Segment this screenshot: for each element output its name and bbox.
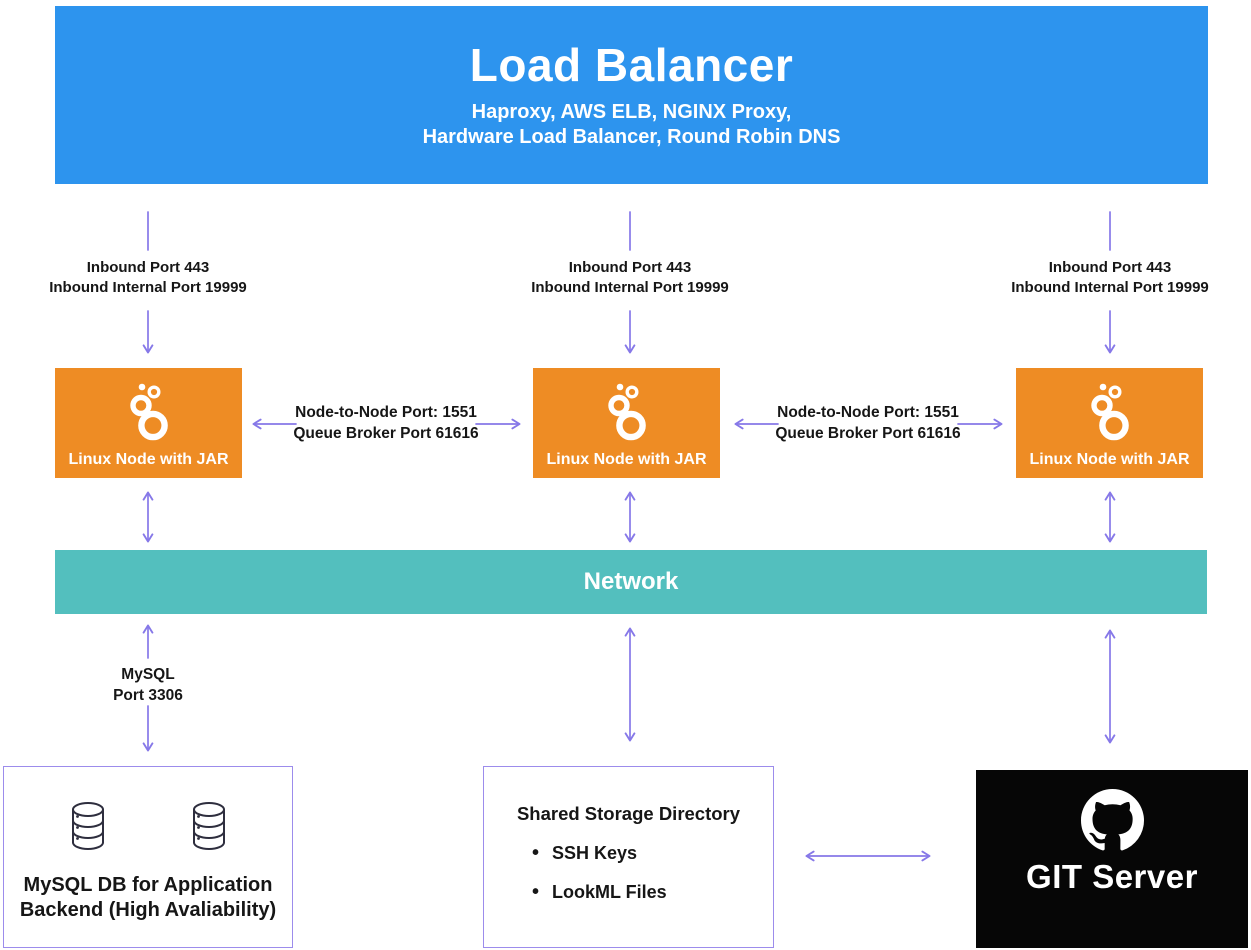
node-label: Linux Node with JAR (546, 451, 707, 468)
list-item: SSH Keys (532, 842, 773, 865)
mysql-port-label: MySQL Port 3306 (68, 664, 228, 706)
inbound-label-line1: Inbound Port 443 (568, 259, 692, 276)
list-item: LookML Files (532, 881, 773, 904)
linux-node-box-1: Linux Node with JAR (55, 368, 242, 478)
linux-node-box-2: Linux Node with JAR (533, 368, 720, 478)
inbound-label-line2: Inbound Internal Port 19999 (1011, 279, 1209, 296)
internode-ports-label-1: Node-to-Node Port: 1551 Queue Broker Por… (261, 402, 511, 444)
network-bar: Network (55, 550, 1207, 614)
database-cylinder-icon (193, 802, 225, 850)
shared-storage-list: SSH Keys LookML Files (484, 842, 773, 904)
node-label: Linux Node with JAR (1029, 451, 1190, 468)
mysql-port-label-line1: MySQL (121, 666, 175, 683)
mysql-db-box: MySQL DB for Application Backend (High A… (3, 766, 293, 948)
network-label: Network (583, 568, 679, 595)
load-balancer-subtitle-line2: Hardware Load Balancer, Round Robin DNS (422, 126, 841, 148)
git-server-box: GIT Server (976, 770, 1248, 948)
inbound-label-line1: Inbound Port 443 (1048, 259, 1172, 276)
inbound-ports-label-3: Inbound Port 443 Inbound Internal Port 1… (960, 258, 1251, 298)
internode-label-line2: Queue Broker Port 61616 (775, 425, 961, 442)
inbound-ports-label-1: Inbound Port 443 Inbound Internal Port 1… (0, 258, 298, 298)
git-server-label: GIT Server (1026, 858, 1198, 895)
linux-node-box-3: Linux Node with JAR (1016, 368, 1203, 478)
mysql-db-caption: MySQL DB for Application Backend (High A… (4, 873, 292, 923)
load-balancer-box: Load Balancer Haproxy, AWS ELB, NGINX Pr… (55, 6, 1208, 184)
inbound-ports-label-2: Inbound Port 443 Inbound Internal Port 1… (480, 258, 780, 298)
looker-circles-icon (129, 383, 168, 441)
looker-circles-icon (607, 383, 646, 441)
database-cylinder-icon (72, 802, 104, 850)
load-balancer-subtitle-line1: Haproxy, AWS ELB, NGINX Proxy, (471, 101, 792, 123)
internode-ports-label-2: Node-to-Node Port: 1551 Queue Broker Por… (743, 402, 993, 444)
node-label: Linux Node with JAR (68, 451, 229, 468)
internode-label-line2: Queue Broker Port 61616 (293, 425, 479, 442)
shared-storage-box: Shared Storage Directory SSH Keys LookML… (483, 766, 774, 948)
inbound-label-line2: Inbound Internal Port 19999 (49, 279, 247, 296)
internode-label-line1: Node-to-Node Port: 1551 (295, 404, 477, 421)
mysql-db-caption-line2: Backend (High Avaliability) (19, 899, 277, 921)
mysql-port-label-line2: Port 3306 (113, 687, 183, 704)
github-octocat-icon (1080, 789, 1144, 851)
looker-circles-icon (1090, 383, 1129, 441)
internode-label-line1: Node-to-Node Port: 1551 (777, 404, 959, 421)
mysql-db-caption-line1: MySQL DB for Application (23, 874, 273, 896)
inbound-label-line1: Inbound Port 443 (86, 259, 210, 276)
inbound-label-line2: Inbound Internal Port 19999 (531, 279, 729, 296)
shared-storage-title: Shared Storage Directory (516, 803, 741, 824)
load-balancer-title: Load Balancer (469, 39, 794, 91)
